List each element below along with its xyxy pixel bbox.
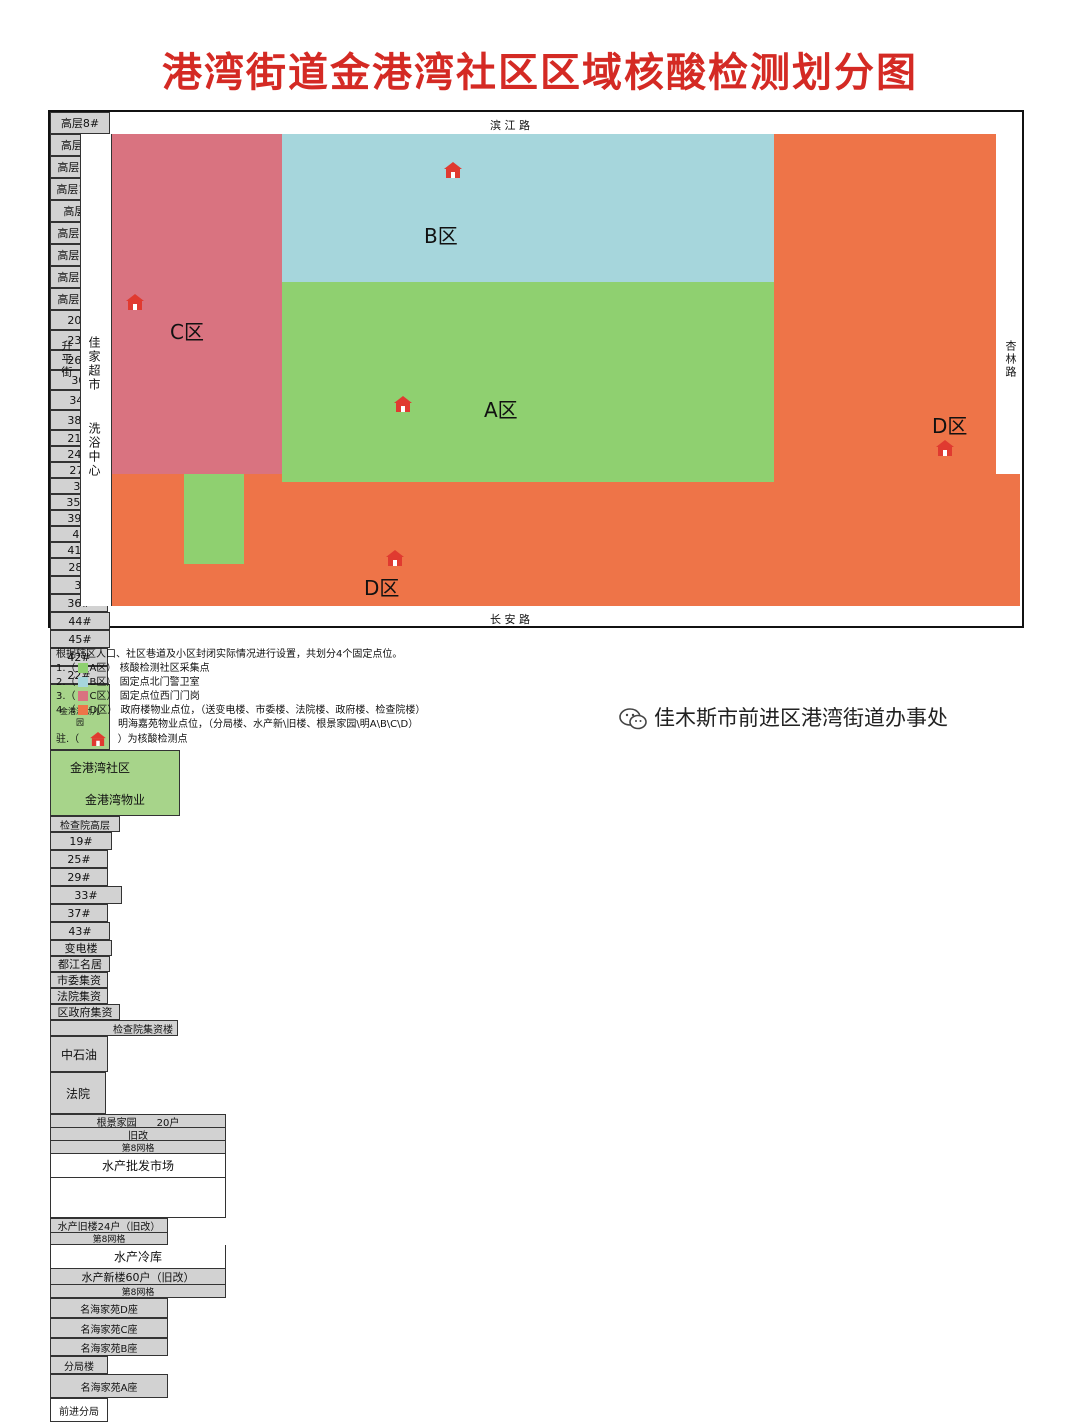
legend-text: 固定点北门警卫室: [119, 677, 200, 688]
legend-item-house: 驻.（ ）为核酸检测点: [56, 732, 676, 747]
building-municipal: 市委集资: [50, 972, 108, 988]
testing-point-house-icon: [126, 294, 144, 310]
community-office-label: 金港湾社区: [69, 760, 130, 775]
road-left-shengping: 升平街: [60, 340, 73, 379]
building-33: 33#: [50, 886, 122, 904]
map-frame: 佳家超市 洗浴中心 滨 江 路 长 安 路 升平街 杏林路 高层8# 高层9# …: [48, 110, 1024, 1422]
legend-item-c: 3.（ C区） 固定点位西门门岗: [56, 690, 676, 704]
building-sinopec: 中石油: [50, 1036, 108, 1072]
legend-house-icon: [90, 732, 107, 746]
legend-item-d-extra: 明海嘉苑物业点位，（分局楼、水产新\旧楼、根景家园\明A\B\C\D）: [56, 718, 676, 732]
testing-point-house-icon: [394, 396, 412, 412]
legend-zone: A区）: [89, 663, 117, 674]
building-42: 42#: [50, 648, 108, 666]
building-genjing: 根景家园 20户: [50, 1114, 226, 1128]
legend-swatch-c: [77, 691, 88, 701]
zone-label-d-south: D区: [364, 576, 400, 600]
watermark-text: 佳木斯市前进区港湾街道办事处: [654, 706, 948, 730]
legend-text: 明海嘉苑物业点位，（分局楼、水产新\旧楼、根景家园\明A\B\C\D）: [118, 719, 419, 730]
building-29: 29#: [50, 868, 108, 886]
zone-a-area: [282, 282, 774, 482]
building-minghai-b: 名海家苑B座: [50, 1338, 168, 1356]
legend-text: 固定点位西门门岗: [119, 691, 200, 702]
building-minghai-c: 名海家苑C座: [50, 1318, 168, 1338]
testing-point-house-icon: [444, 162, 462, 178]
community-office-block: 金港湾社区 金港湾物业: [50, 750, 180, 816]
building-19: 19#: [50, 832, 112, 850]
property-office-label: 金港湾物业: [84, 792, 145, 807]
legend-prefix: 3.（: [56, 691, 76, 702]
road-bottom-changan: 长 安 路: [490, 613, 530, 626]
building-procuratorate-high: 检查院高层: [50, 816, 120, 832]
building-high8: 高层8#: [50, 112, 110, 134]
road-top-binjiang: 滨 江 路: [490, 119, 530, 132]
zone-d-east-area: [774, 134, 996, 606]
building-court-funded: 法院集资: [50, 988, 108, 1004]
legend-text: ）为核酸检测点: [117, 734, 188, 745]
left-strip: [80, 134, 112, 606]
building-dujiang: 都江名居: [50, 956, 110, 972]
building-branch-office: 分局楼: [50, 1356, 108, 1374]
legend-prefix: 驻.（: [56, 734, 80, 745]
testing-point-house-icon: [936, 440, 954, 456]
legend-swatch-d: [77, 705, 88, 715]
grid-label-3: 第8网格: [50, 1285, 226, 1298]
legend-zone: D区）: [89, 705, 118, 716]
zone-b-area: [282, 134, 774, 282]
building-45: 45#: [50, 630, 110, 648]
wechat-icon: [619, 708, 647, 730]
building-procuratorate-funded: 检查院集资楼: [50, 1020, 178, 1036]
zone-label-b: B区: [424, 224, 458, 248]
building-qianjin-branch: 前进分局: [50, 1398, 108, 1422]
building-cold-storage: 水产冷库: [50, 1245, 226, 1269]
legend-zone: B区）: [89, 677, 117, 688]
legend: 根据辖区人口、社区巷道及小区封闭实际情况进行设置，共划分4个固定点位。 1.（ A…: [56, 648, 676, 747]
building-fish-old: 水产旧楼24户（旧改）: [50, 1218, 168, 1233]
legend-swatch-a: [77, 663, 88, 673]
grid-label-1: 第8网格: [50, 1141, 226, 1154]
zone-a-strip: [184, 474, 244, 564]
road-right-xinglin: 杏林路: [1004, 340, 1017, 379]
building-court: 法院: [50, 1072, 106, 1114]
building-44: 44#: [50, 612, 110, 630]
building-43: 43#: [50, 922, 110, 940]
building-minghai-a: 名海家苑A座: [50, 1374, 168, 1398]
grid-label-2: 第8网格: [50, 1233, 168, 1245]
legend-zone: C区）: [89, 691, 117, 702]
legend-prefix: 4.（: [56, 705, 76, 716]
zone-label-d-east: D区: [932, 414, 968, 438]
page-title: 港湾街道金港湾社区区域核酸检测划分图: [162, 49, 918, 96]
legend-item-d: 4.（ D区） 政府楼物业点位，（送变电楼、市委楼、法院楼、政府楼、检查院楼）: [56, 704, 676, 718]
zone-label-a: A区: [484, 398, 518, 422]
building-minghai-d: 名海家苑D座: [50, 1298, 168, 1318]
building-fish-new: 水产新楼60户（旧改）: [50, 1269, 226, 1285]
testing-point-house-icon: [386, 550, 404, 566]
building-fish-market: 水产批发市场: [50, 1154, 226, 1178]
left-strip-shop: 佳家超市: [87, 336, 101, 392]
legend-prefix: 2.（: [56, 677, 76, 688]
building-district-gov: 区政府集资: [50, 1004, 120, 1020]
legend-item-b: 2.（ B区） 固定点北门警卫室: [56, 676, 676, 690]
market-space: [50, 1178, 226, 1218]
building-genjing-renovation: 旧改: [50, 1128, 226, 1141]
left-strip-bath: 洗浴中心: [87, 422, 101, 478]
legend-intro: 根据辖区人口、社区巷道及小区封闭实际情况进行设置，共划分4个固定点位。: [56, 649, 403, 660]
legend-text: 核酸检测社区采集点: [119, 663, 210, 674]
legend-item-a: 1.（ A区） 核酸检测社区采集点: [56, 662, 676, 676]
procuratorate-funded-label: 检查院集资楼: [113, 1024, 173, 1036]
legend-swatch-b: [77, 677, 88, 687]
legend-text: 政府楼物业点位，（送变电楼、市委楼、法院楼、政府楼、检查院楼）: [120, 705, 426, 716]
building-25: 25#: [50, 850, 108, 868]
watermark: 佳木斯市前进区港湾街道办事处: [618, 702, 948, 732]
building-37: 37#: [50, 904, 108, 922]
zone-label-c: C区: [170, 320, 204, 344]
legend-prefix: 1.（: [56, 663, 76, 674]
building-substation: 变电楼: [50, 940, 112, 956]
